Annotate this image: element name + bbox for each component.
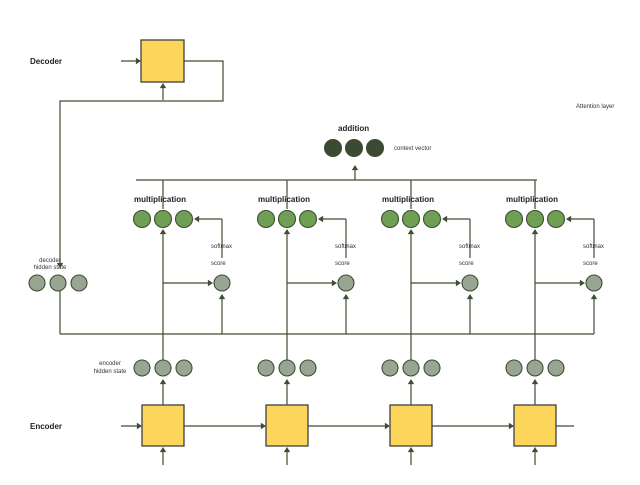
multiplication-circle [298,209,318,229]
multiplication-label: multiplication [506,195,558,204]
encoder-hidden-state-circle [299,359,317,377]
multiplication-circle [174,209,194,229]
multiplication-circle [132,209,152,229]
bus-to-score-arrow [342,294,350,300]
hidden-to-score-arrow [455,279,461,287]
hidden-to-multiplication-arrow [283,229,291,235]
multiplication-circle [525,209,545,229]
softmax-label: softmax [459,244,481,250]
softmax-label: softmax [335,244,357,250]
encoder-hidden-state-circle [257,359,275,377]
addition-to-context-arrow [351,165,359,171]
encoder-hidden-state-circle [402,359,420,377]
encoder-hidden-state-circle [423,359,441,377]
encoder-hidden-state-circle [381,359,399,377]
context-vector-circle [323,138,343,158]
encoder-input-arrow [159,447,167,453]
bus-to-score-arrow [466,294,474,300]
softmax-label: softmax [211,244,233,250]
score-label: score [583,261,598,267]
score-label: score [459,261,474,267]
encoder-chain-arrow [508,422,514,430]
decoder-hidden-state-circle [49,274,67,292]
hidden-to-multiplication-arrow [407,229,415,235]
encoder-chain-arrow [384,422,390,430]
softmax-to-multiplication-arrow [442,215,448,223]
score-circle [337,274,355,292]
multiplication-circle [256,209,276,229]
softmax-to-multiplication-arrow [566,215,572,223]
encoder-to-hidden-arrow [407,379,415,385]
score-label: score [211,261,226,267]
hidden-to-multiplication-arrow [159,229,167,235]
encoder-cell [389,404,433,447]
score-label: score [335,261,350,267]
softmax-to-multiplication-arrow [318,215,324,223]
encoder-input-arrow [283,447,291,453]
softmax-to-multiplication-arrow [194,215,200,223]
score-circle [213,274,231,292]
encoder-to-hidden-arrow [531,379,539,385]
multiplication-circle [380,209,400,229]
multiplication-circle [401,209,421,229]
connector-lines [56,57,598,465]
multiplication-circle [546,209,566,229]
hidden-to-score-arrow [579,279,585,287]
decoder-hidden-state-circle [28,274,46,292]
multiplication-label: multiplication [134,195,186,204]
bus-to-score-arrow [590,294,598,300]
encoder-input-arrow [407,447,415,453]
decoder-hidden-state-circle [70,274,88,292]
bus-to-score-arrow [218,294,226,300]
encoder-label: Encoder [30,422,63,431]
encoder-hidden-state-circle [505,359,523,377]
encoder-hidden-state-circle [278,359,296,377]
decoder-cell [140,39,185,83]
multiplication-circle [504,209,524,229]
decoder-hidden-state-label-line2: hidden state [33,265,67,271]
encoder-input-arrow [531,447,539,453]
decoder-bottom-input-arrow [159,83,167,89]
encoder-hidden-state-circle [547,359,565,377]
encoder-hidden-state-circle [133,359,151,377]
context-vector-circle [344,138,364,158]
multiplication-circle [153,209,173,229]
diagram-shapes [28,39,603,447]
encoder-initial-arrow [136,422,142,430]
decoder-hidden-state-label-line1: decoder [39,258,61,264]
score-circle [585,274,603,292]
encoder-cell [513,404,557,447]
hidden-to-multiplication-arrow [531,229,539,235]
decoder-input-arrow [135,57,141,65]
encoder-hidden-state-circle [526,359,544,377]
softmax-label: softmax [583,244,605,250]
encoder-cell [265,404,309,447]
hidden-to-score-arrow [331,279,337,287]
encoder-chain-arrow [260,422,266,430]
decoder-state-line [59,60,224,264]
decoder-state-arrow [56,262,64,268]
decoder-label: Decoder [30,57,63,66]
attention-layer-label: Attention layer [576,104,615,110]
addition-label: addition [338,124,370,133]
encoder-hidden-state-label-line1: encoder [99,361,121,367]
encoder-hidden-state-circle [154,359,172,377]
multiplication-label: multiplication [258,195,310,204]
encoder-hidden-state-circle [175,359,193,377]
score-circle [461,274,479,292]
multiplication-circle [277,209,297,229]
encoder-to-hidden-arrow [159,379,167,385]
context-vector-circle [365,138,385,158]
hidden-to-score-arrow [207,279,213,287]
encoder-cell [141,404,185,447]
encoder-hidden-state-label-line2: hidden state [93,369,127,375]
context-vector-label: context vector [394,146,432,152]
multiplication-circle [422,209,442,229]
multiplication-label: multiplication [382,195,434,204]
encoder-to-hidden-arrow [283,379,291,385]
